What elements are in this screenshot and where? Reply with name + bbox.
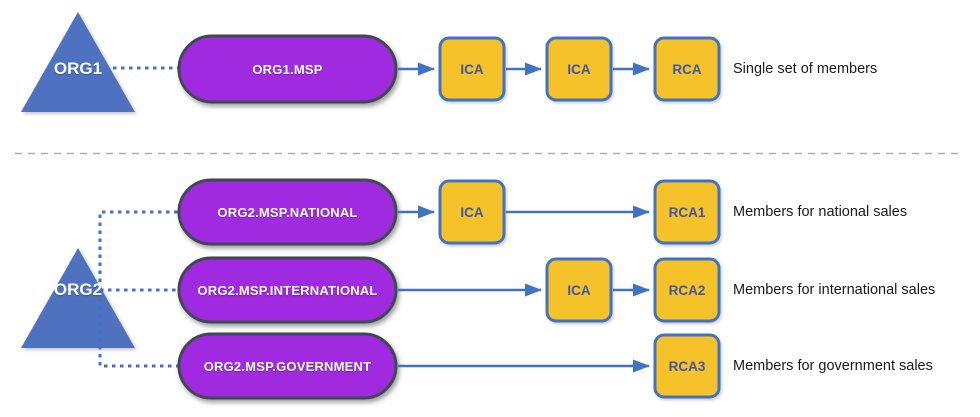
- government-rca3-box: [653, 333, 721, 399]
- org2-msp-international-pill: [177, 256, 398, 324]
- government-caption: Members for government sales: [733, 357, 933, 374]
- international-ica-box: [545, 257, 613, 323]
- org1-ica2-box: [545, 36, 613, 102]
- org2-national-dotted-connector: [98, 210, 180, 290]
- org2-msp-national-pill: [177, 178, 398, 246]
- org1-caption: Single set of members: [733, 60, 878, 77]
- international-caption: Members for international sales: [733, 281, 936, 298]
- national-caption: Members for national sales: [733, 203, 908, 220]
- org1-rca-box: [653, 36, 721, 102]
- national-ica-box: [438, 179, 506, 245]
- org2-msp-government-pill: [177, 332, 398, 400]
- org1-triangle: [21, 12, 135, 112]
- international-rca2-box: [653, 257, 721, 323]
- org1-msp-pill: [177, 34, 398, 104]
- org2-triangle: [21, 248, 135, 348]
- national-rca1-box: [653, 179, 721, 245]
- org1-ica1-box: [438, 36, 506, 102]
- org2-government-dotted-connector: [98, 290, 180, 368]
